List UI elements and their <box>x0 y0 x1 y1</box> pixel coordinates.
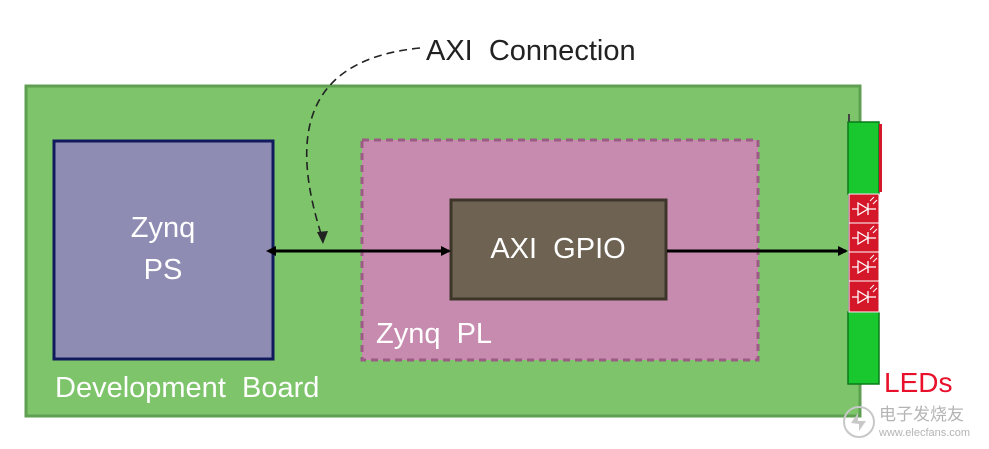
diode-led-icon <box>848 193 880 224</box>
diode-led-icon <box>848 280 880 313</box>
zynq-ps-block <box>52 139 275 361</box>
leds-label: LEDs <box>884 367 952 398</box>
led-connector-bottom <box>847 311 880 385</box>
led-strip <box>847 114 882 385</box>
zynq-ps-label-line1: Zynq <box>131 212 195 244</box>
elecfans-logo-icon <box>843 406 875 438</box>
axi-connection-label: AXI Connection <box>426 35 636 67</box>
axi-gpio-label: AXI GPIO <box>490 233 625 265</box>
development-board-label: Development Board <box>55 372 319 404</box>
axi-connection-callout-arrowhead <box>317 231 328 244</box>
diode-led-icon <box>848 251 880 282</box>
axi-connection-callout <box>306 47 421 241</box>
diode-led-icon <box>848 222 880 253</box>
led-red-tab <box>879 124 882 192</box>
zynq-ps-label-line2: PS <box>144 254 183 286</box>
zynq-pl-label: Zynq PL <box>376 318 492 350</box>
axi-gpio-block <box>449 198 668 301</box>
watermark-url: www.elecfans.com <box>878 427 970 439</box>
watermark: 电子发烧友 www.elecfans.com <box>843 405 970 439</box>
watermark-text: 电子发烧友 <box>879 405 964 424</box>
led-connector-top <box>847 121 880 195</box>
